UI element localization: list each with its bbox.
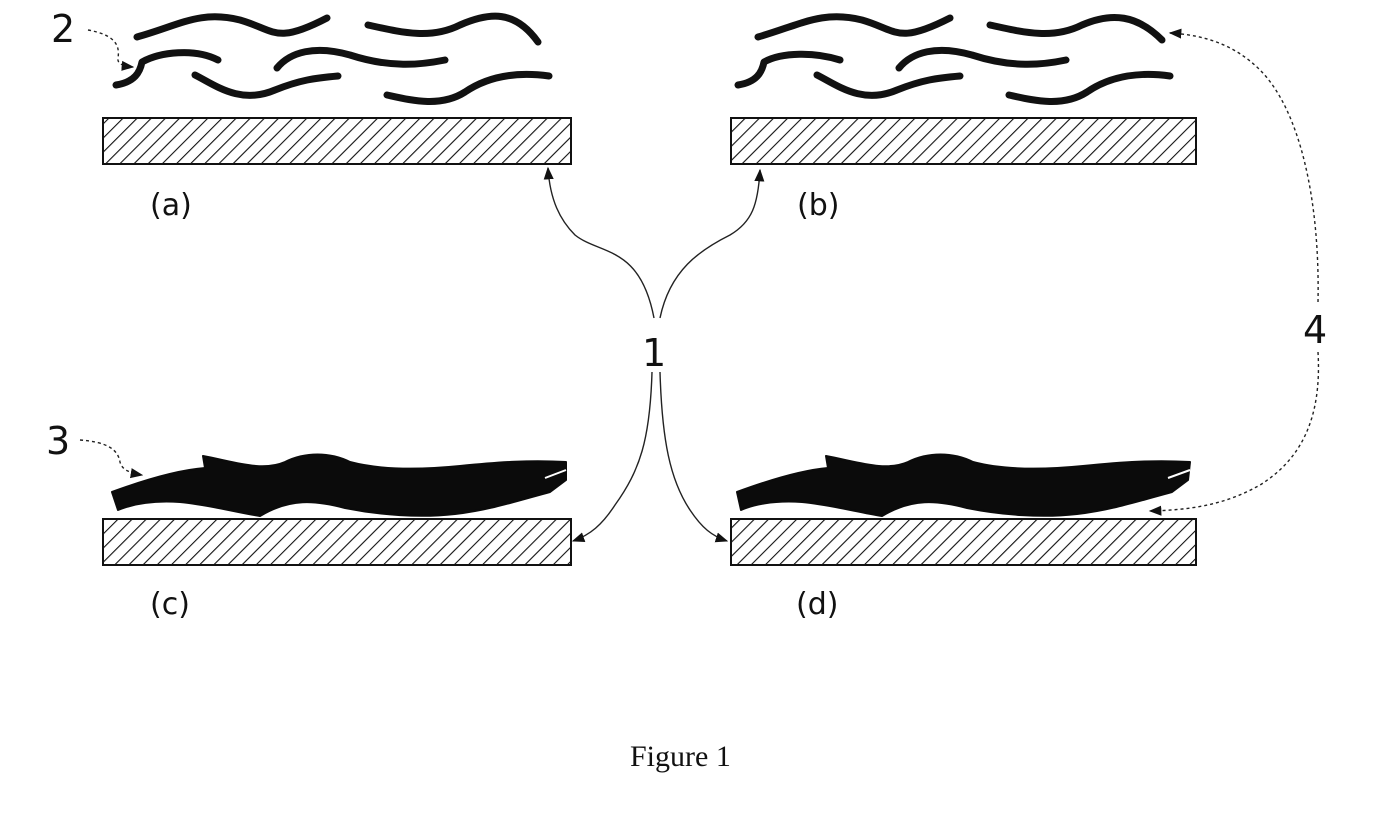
- panel-d: (d): [731, 455, 1196, 623]
- leader-line-3: [80, 440, 142, 475]
- substrate-c: [103, 519, 571, 565]
- leader-line-2: [88, 30, 133, 67]
- substrate-d: [731, 519, 1196, 565]
- panel-label-c: (c): [150, 587, 190, 622]
- panel-c: (c): [103, 455, 571, 623]
- leader-line-4-to-b: [1170, 33, 1318, 302]
- ref-label-3: 3: [46, 419, 70, 463]
- leader-line-1-to-c: [573, 372, 652, 541]
- ref-label-2: 2: [51, 7, 75, 51]
- ref-label-1: 1: [642, 331, 666, 375]
- substrate-a: [103, 118, 571, 164]
- panel-b: (b): [731, 17, 1196, 223]
- leader-line-1-to-d: [660, 372, 727, 541]
- reference-1: 1: [548, 168, 760, 541]
- ref-label-4: 4: [1303, 308, 1327, 352]
- pressed-fiber-mat-d: [737, 455, 1190, 517]
- loose-fibers-b: [738, 17, 1170, 102]
- loose-fibers-a: [116, 16, 549, 101]
- panel-label-d: (d): [796, 587, 838, 622]
- reference-2: 2: [51, 7, 133, 67]
- pressed-fiber-mat-c: [112, 455, 566, 517]
- panel-a: (a): [103, 16, 571, 223]
- panel-label-a: (a): [150, 188, 192, 223]
- leader-line-1-to-a: [548, 168, 654, 318]
- substrate-b: [731, 118, 1196, 164]
- panel-label-b: (b): [797, 188, 839, 223]
- leader-line-1-to-b: [660, 170, 760, 318]
- reference-3: 3: [46, 419, 142, 475]
- reference-4: 4: [1150, 33, 1327, 511]
- figure-caption: Figure 1: [630, 740, 731, 773]
